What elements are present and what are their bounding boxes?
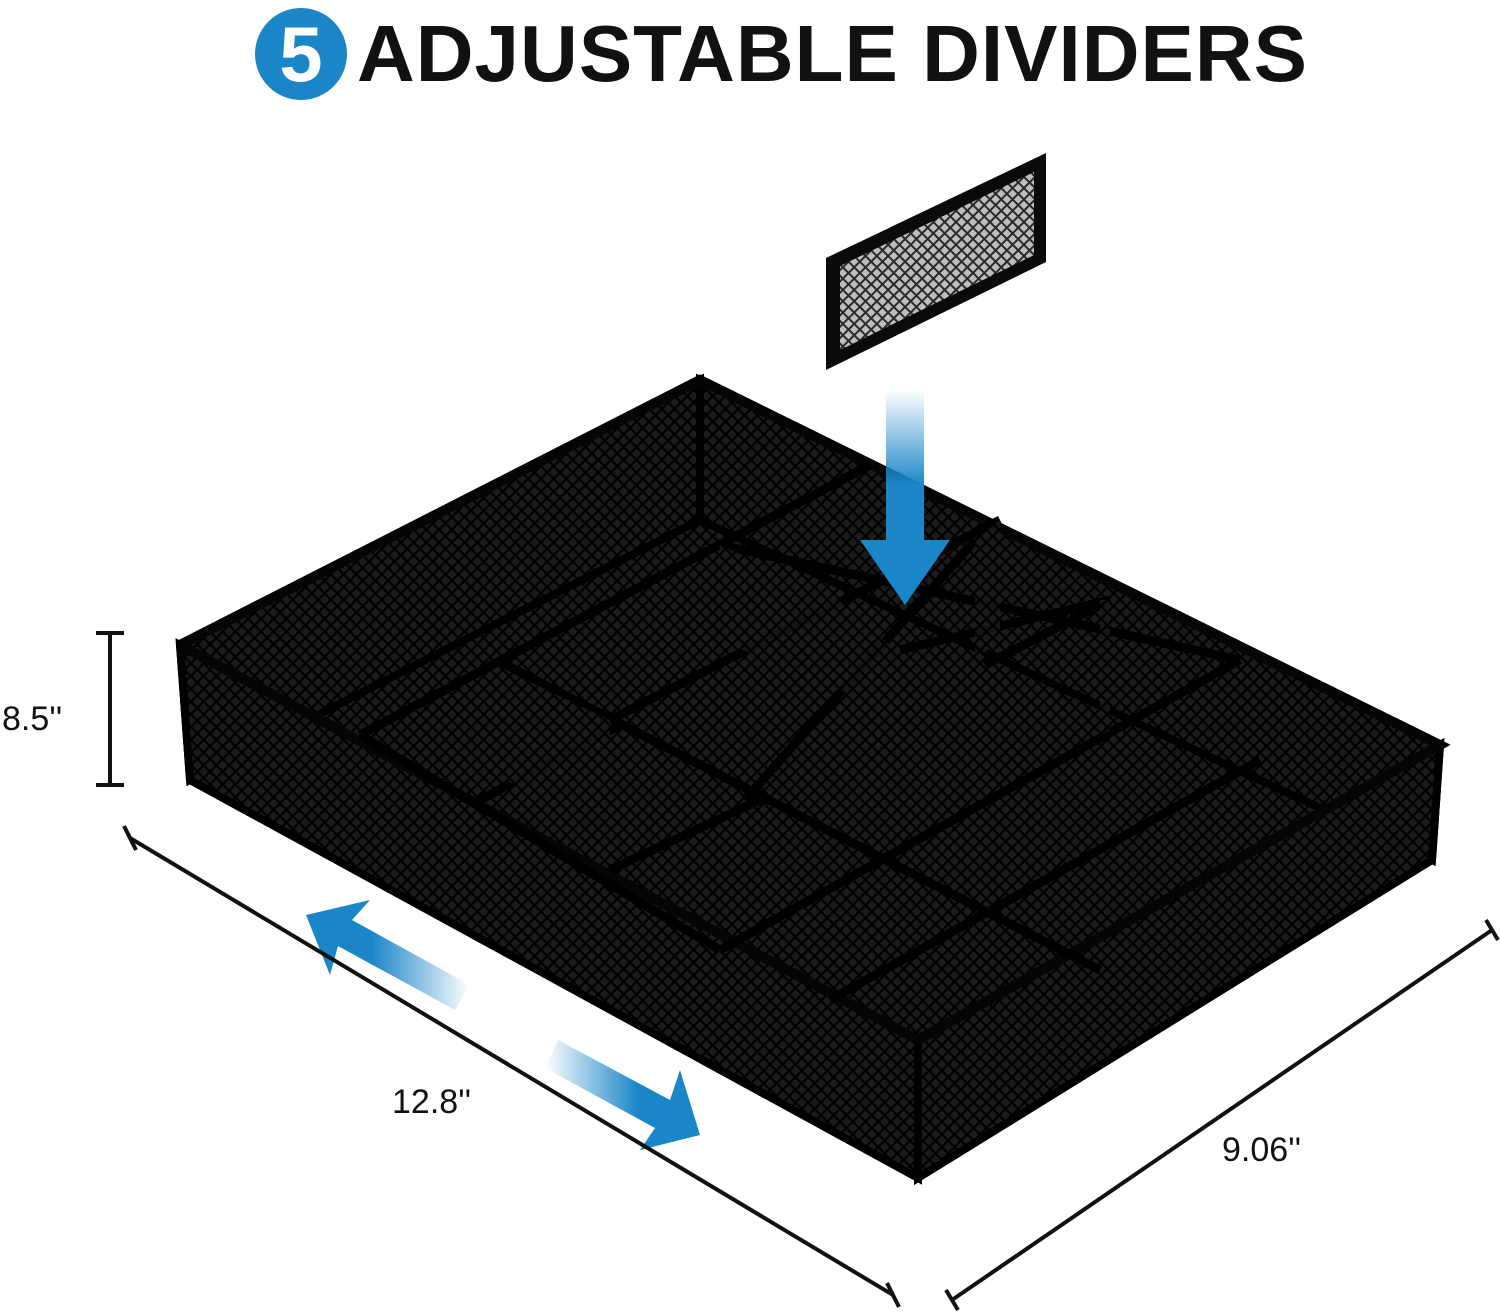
number-badge: 5 [255, 8, 347, 100]
width-dimension-line [944, 918, 1500, 1312]
headline-title: ADJUSTABLE DIVIDERS [357, 9, 1308, 98]
arrow-down-icon [860, 390, 950, 605]
length-dimension-label: 12.8'' [392, 1083, 472, 1121]
double-arrow-icon [306, 900, 700, 1150]
mesh-drawer-tray [175, 373, 1451, 1186]
loose-divider-panel [826, 153, 1046, 370]
height-dimension-label: 8.5'' [2, 700, 63, 738]
headline: 5 ADJUSTABLE DIVIDERS [255, 8, 1308, 100]
length-dimension-line [122, 825, 901, 1308]
width-dimension-label: 9.06'' [1222, 1131, 1302, 1169]
height-dimension-line [96, 631, 124, 787]
